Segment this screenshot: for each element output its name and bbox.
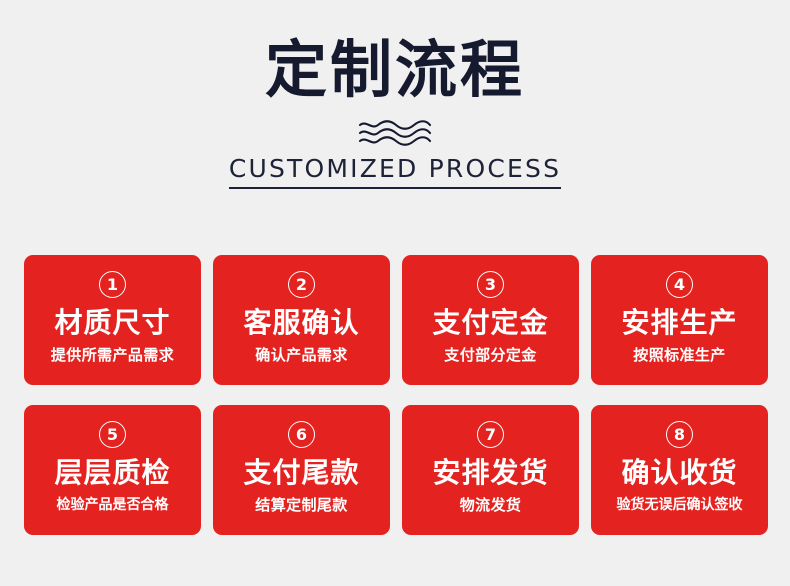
process-step-card-5[interactable]: 5 层层质检 检验产品是否合格	[24, 405, 201, 535]
process-step-card-2[interactable]: 2 客服确认 确认产品需求	[213, 255, 390, 385]
wave-divider-icon	[358, 120, 432, 146]
step-number-badge: 2	[288, 271, 315, 298]
process-step-card-4[interactable]: 4 安排生产 按照标准生产	[591, 255, 768, 385]
step-number-badge: 6	[288, 421, 315, 448]
step-number-badge: 1	[99, 271, 126, 298]
process-step-card-1[interactable]: 1 材质尺寸 提供所需产品需求	[24, 255, 201, 385]
step-description: 结算定制尾款	[255, 496, 348, 514]
step-description: 确认产品需求	[255, 346, 348, 364]
step-number-badge: 7	[477, 421, 504, 448]
process-step-card-6[interactable]: 6 支付尾款 结算定制尾款	[213, 405, 390, 535]
step-number-badge: 4	[666, 271, 693, 298]
step-title: 客服确认	[243, 306, 360, 339]
process-step-card-7[interactable]: 7 安排发货 物流发货	[402, 405, 579, 535]
step-title: 支付定金	[432, 306, 549, 339]
step-description: 提供所需产品需求	[50, 346, 175, 364]
page-header: 定制流程 CUSTOMIZED PROCESS	[0, 0, 790, 189]
step-description: 支付部分定金	[444, 346, 537, 364]
process-step-card-8[interactable]: 8 确认收货 验货无误后确认签收	[591, 405, 768, 535]
step-title: 安排生产	[621, 306, 738, 339]
step-title: 层层质检	[54, 456, 171, 489]
step-number-badge: 8	[666, 421, 693, 448]
step-description: 按照标准生产	[633, 346, 726, 364]
step-title: 支付尾款	[243, 456, 360, 489]
step-title: 确认收货	[621, 456, 738, 489]
step-title: 安排发货	[432, 456, 549, 489]
page-subtitle: CUSTOMIZED PROCESS	[228, 154, 562, 183]
step-title: 材质尺寸	[54, 306, 171, 339]
step-number-badge: 3	[477, 271, 504, 298]
step-description: 物流发货	[459, 496, 522, 514]
process-step-card-3[interactable]: 3 支付定金 支付部分定金	[402, 255, 579, 385]
subtitle-block: CUSTOMIZED PROCESS	[228, 154, 562, 189]
subtitle-underline	[228, 187, 562, 189]
step-description: 验货无误后确认签收	[616, 497, 743, 513]
page-title: 定制流程	[264, 33, 525, 106]
step-description: 检验产品是否合格	[56, 497, 169, 513]
step-number-badge: 5	[99, 421, 126, 448]
process-steps-grid: 1 材质尺寸 提供所需产品需求 2 客服确认 确认产品需求 3 支付定金 支付部…	[24, 255, 768, 535]
